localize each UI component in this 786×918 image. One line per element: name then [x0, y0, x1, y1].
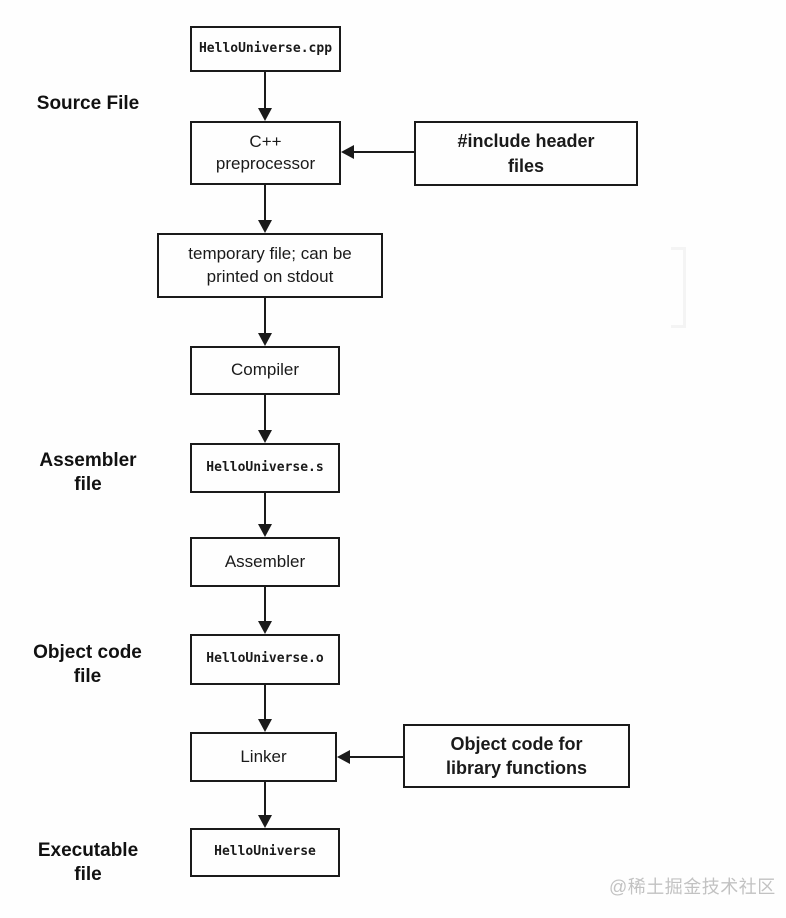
label-assembler-file: Assembler file: [39, 450, 137, 495]
arrow-library-to-linker: [337, 750, 403, 764]
arrow-linker-to-executable: [258, 782, 272, 828]
annotation-library-object-code: Object code for library functions: [403, 724, 630, 788]
node-preprocessor: C++ preprocessor: [190, 121, 341, 185]
annotation-include-headers: #include header files: [414, 121, 638, 186]
label-executable-file: Executable file: [37, 840, 139, 885]
node-assembly-file: HelloUniverse.s: [190, 443, 340, 493]
node-temp-file: temporary file; can be printed on stdout: [157, 233, 383, 298]
arrow-objfile-to-linker: [258, 685, 272, 732]
arrow-preprocessor-to-temp: [258, 185, 272, 233]
arrow-asmfile-to-assembler: [258, 493, 272, 537]
arrow-compiler-to-asmfile: [258, 395, 272, 443]
arrow-include-to-preprocessor: [341, 145, 414, 159]
node-assembler: Assembler: [190, 537, 340, 587]
node-linker: Linker: [190, 732, 337, 782]
node-executable: HelloUniverse: [190, 828, 340, 877]
label-object-code-file: Object code file: [33, 642, 142, 687]
node-object-file: HelloUniverse.o: [190, 634, 340, 685]
arrow-cpp-to-preprocessor: [258, 72, 272, 121]
node-source-cpp: HelloUniverse.cpp: [190, 26, 341, 72]
arrow-temp-to-compiler: [258, 298, 272, 346]
faint-watermark-artifact: [671, 247, 686, 328]
arrow-assembler-to-objfile: [258, 587, 272, 634]
label-source-file: Source File: [36, 93, 140, 114]
node-compiler: Compiler: [190, 346, 340, 395]
watermark-text: @稀土掘金技术社区: [609, 877, 776, 897]
